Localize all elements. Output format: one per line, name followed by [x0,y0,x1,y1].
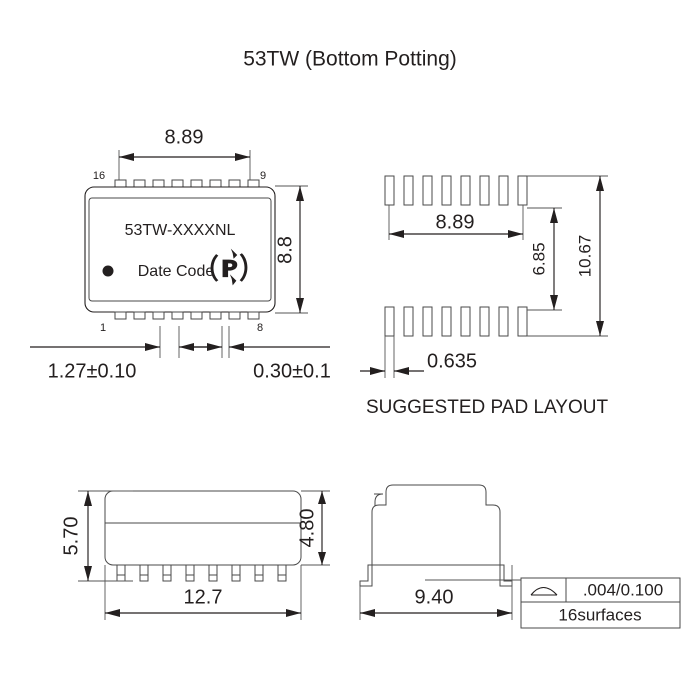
front-view-body-height-value: 4.80 [296,509,318,548]
side-view-width-dimension: 9.40 [359,565,513,620]
pad-width-value: 0.635 [427,350,477,372]
pin-label-8: 8 [257,322,263,334]
top-view-leads-top [114,179,260,188]
pad-span-value: 8.89 [436,211,475,233]
side-view-width-value: 9.40 [415,586,454,608]
top-view-leads-bottom [114,311,260,320]
profile-of-a-surface-icon [530,586,558,596]
top-view: 8.89 16 9 53TW-XXXXNL Date Code [30,126,331,382]
pad-layout-view: 8.89 6.85 10.67 0.635 [360,175,609,418]
front-view-width-dimension: 12.7 [104,565,302,620]
pad-row-top [384,175,528,206]
coplanarity-tolerance-value: .004/0.100 [583,580,663,599]
top-view-width-value: 8.89 [165,126,204,148]
pin-label-16: 16 [93,170,105,182]
pulse-logo [210,248,248,286]
front-view-body [104,490,302,566]
side-view-lead-left [359,564,373,587]
coplanarity-box: .004/0.100 16surfaces [520,577,681,629]
pad-width-dimension: 0.635 [360,336,477,378]
top-view-lead-width-value: 0.30±0.1 [253,360,331,382]
pad-inner-gap-dimension: 6.85 [527,207,562,311]
page-title: 53TW (Bottom Potting) [243,48,457,71]
side-view-body [371,484,501,566]
pad-inner-gap-value: 6.85 [529,242,548,275]
pin-label-1: 1 [100,322,106,334]
top-view-height-dimension: 8.8 [274,185,308,314]
pad-row-bottom [384,306,528,337]
date-code-text: Date Code [138,263,215,280]
pin-label-9: 9 [260,170,266,182]
front-view-leads [116,564,287,582]
pin-1-dot-marker [102,265,114,277]
top-view-pitch-dimension: 1.27±0.10 0.30±0.1 [30,326,331,382]
top-view-height-value: 8.8 [274,236,296,264]
part-marking-text: 53TW-XXXXNL [125,222,236,239]
side-view: 9.40 [0,0,521,620]
pad-outer-dimension: 10.67 [527,175,608,337]
front-view-height-dimension: 5.70 [60,490,133,582]
front-view-body-height-dimension: 4.80 [296,490,330,566]
coplanarity-surfaces-value: 16surfaces [558,605,641,624]
top-view-width-dimension: 8.89 [118,126,251,182]
pad-layout-caption: SUGGESTED PAD LAYOUT [366,397,609,418]
front-view-height-value: 5.70 [60,517,82,556]
top-view-pitch-value: 1.27±0.10 [48,360,137,382]
pad-outer-value: 10.67 [575,235,594,278]
front-view-width-value: 12.7 [184,586,223,608]
pad-span-dimension: 8.89 [388,205,524,240]
front-view: 5.70 4.80 12.7 [60,490,330,620]
side-view-lead-right [499,564,513,587]
package-body-inner-outline [88,197,272,302]
